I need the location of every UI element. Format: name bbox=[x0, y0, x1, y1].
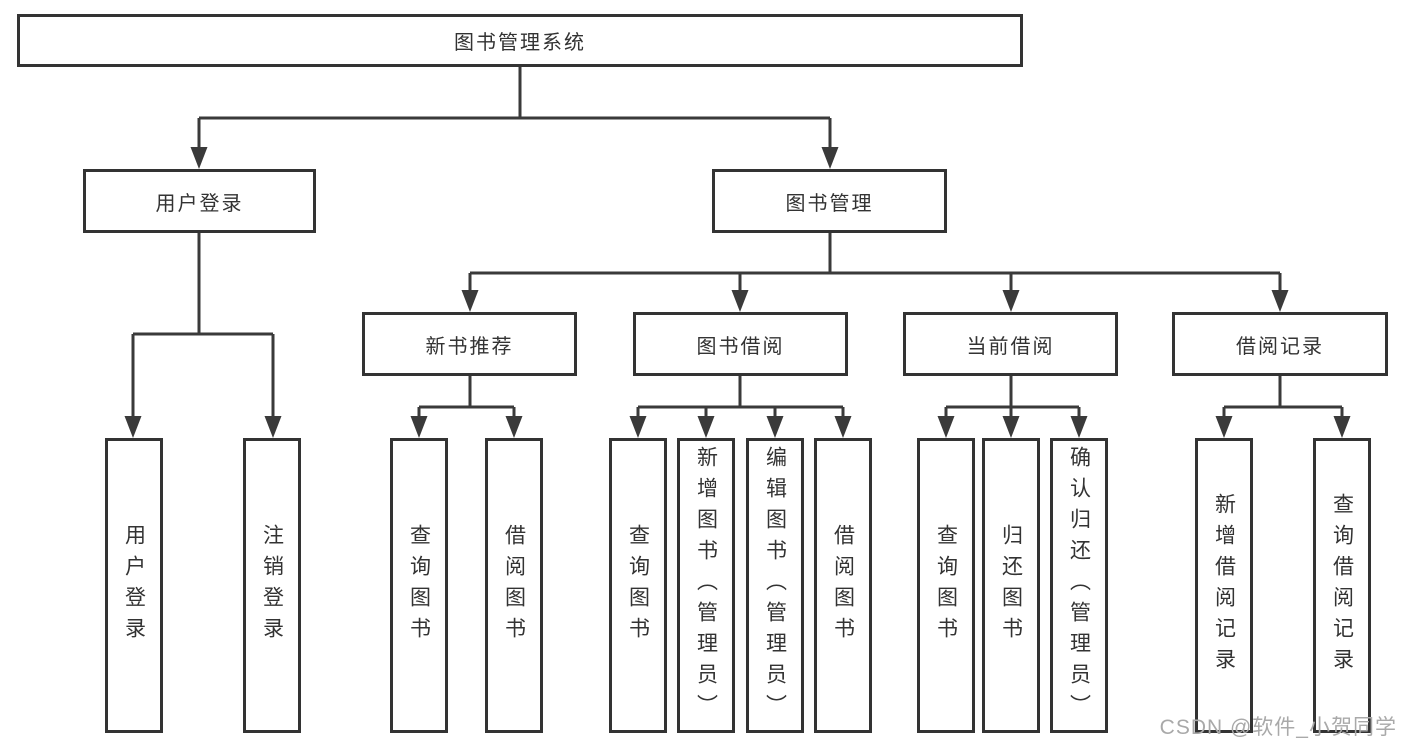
connector-book-borrow bbox=[629, 376, 852, 438]
connector-book-management bbox=[461, 233, 1289, 312]
watermark: CSDN @软件_小贺同学 bbox=[1159, 716, 1397, 739]
node-user-login-action: 用户登录 bbox=[105, 438, 163, 733]
connector-new-book-recommend bbox=[410, 376, 523, 438]
node-book-management: 图书管理 bbox=[712, 169, 947, 233]
connector-root bbox=[190, 66, 839, 169]
node-confirm-return-admin: 确认归还（管理员） bbox=[1050, 438, 1108, 733]
node-query-books-recommend: 查询图书 bbox=[390, 438, 448, 733]
node-current-borrow: 当前借阅 bbox=[903, 312, 1118, 376]
node-borrow-books-recommend: 借阅图书 bbox=[485, 438, 543, 733]
node-user-login: 用户登录 bbox=[83, 169, 316, 233]
node-add-books-admin: 新增图书（管理员） bbox=[677, 438, 735, 733]
node-query-borrow-record: 查询借阅记录 bbox=[1313, 438, 1371, 733]
connector-borrow-records bbox=[1215, 376, 1351, 438]
connector-user-login bbox=[124, 233, 282, 438]
node-borrow-records: 借阅记录 bbox=[1172, 312, 1388, 376]
node-query-books-borrow: 查询图书 bbox=[609, 438, 667, 733]
node-logout-action: 注销登录 bbox=[243, 438, 301, 733]
node-edit-books-admin: 编辑图书（管理员） bbox=[746, 438, 804, 733]
node-query-books-current: 查询图书 bbox=[917, 438, 975, 733]
node-borrow-books: 借阅图书 bbox=[814, 438, 872, 733]
node-book-borrow: 图书借阅 bbox=[633, 312, 848, 376]
node-root: 图书管理系统 bbox=[17, 14, 1023, 67]
node-add-borrow-record: 新增借阅记录 bbox=[1195, 438, 1253, 733]
node-return-books: 归还图书 bbox=[982, 438, 1040, 733]
node-new-book-recommend: 新书推荐 bbox=[362, 312, 577, 376]
connector-current-borrow bbox=[937, 376, 1088, 438]
